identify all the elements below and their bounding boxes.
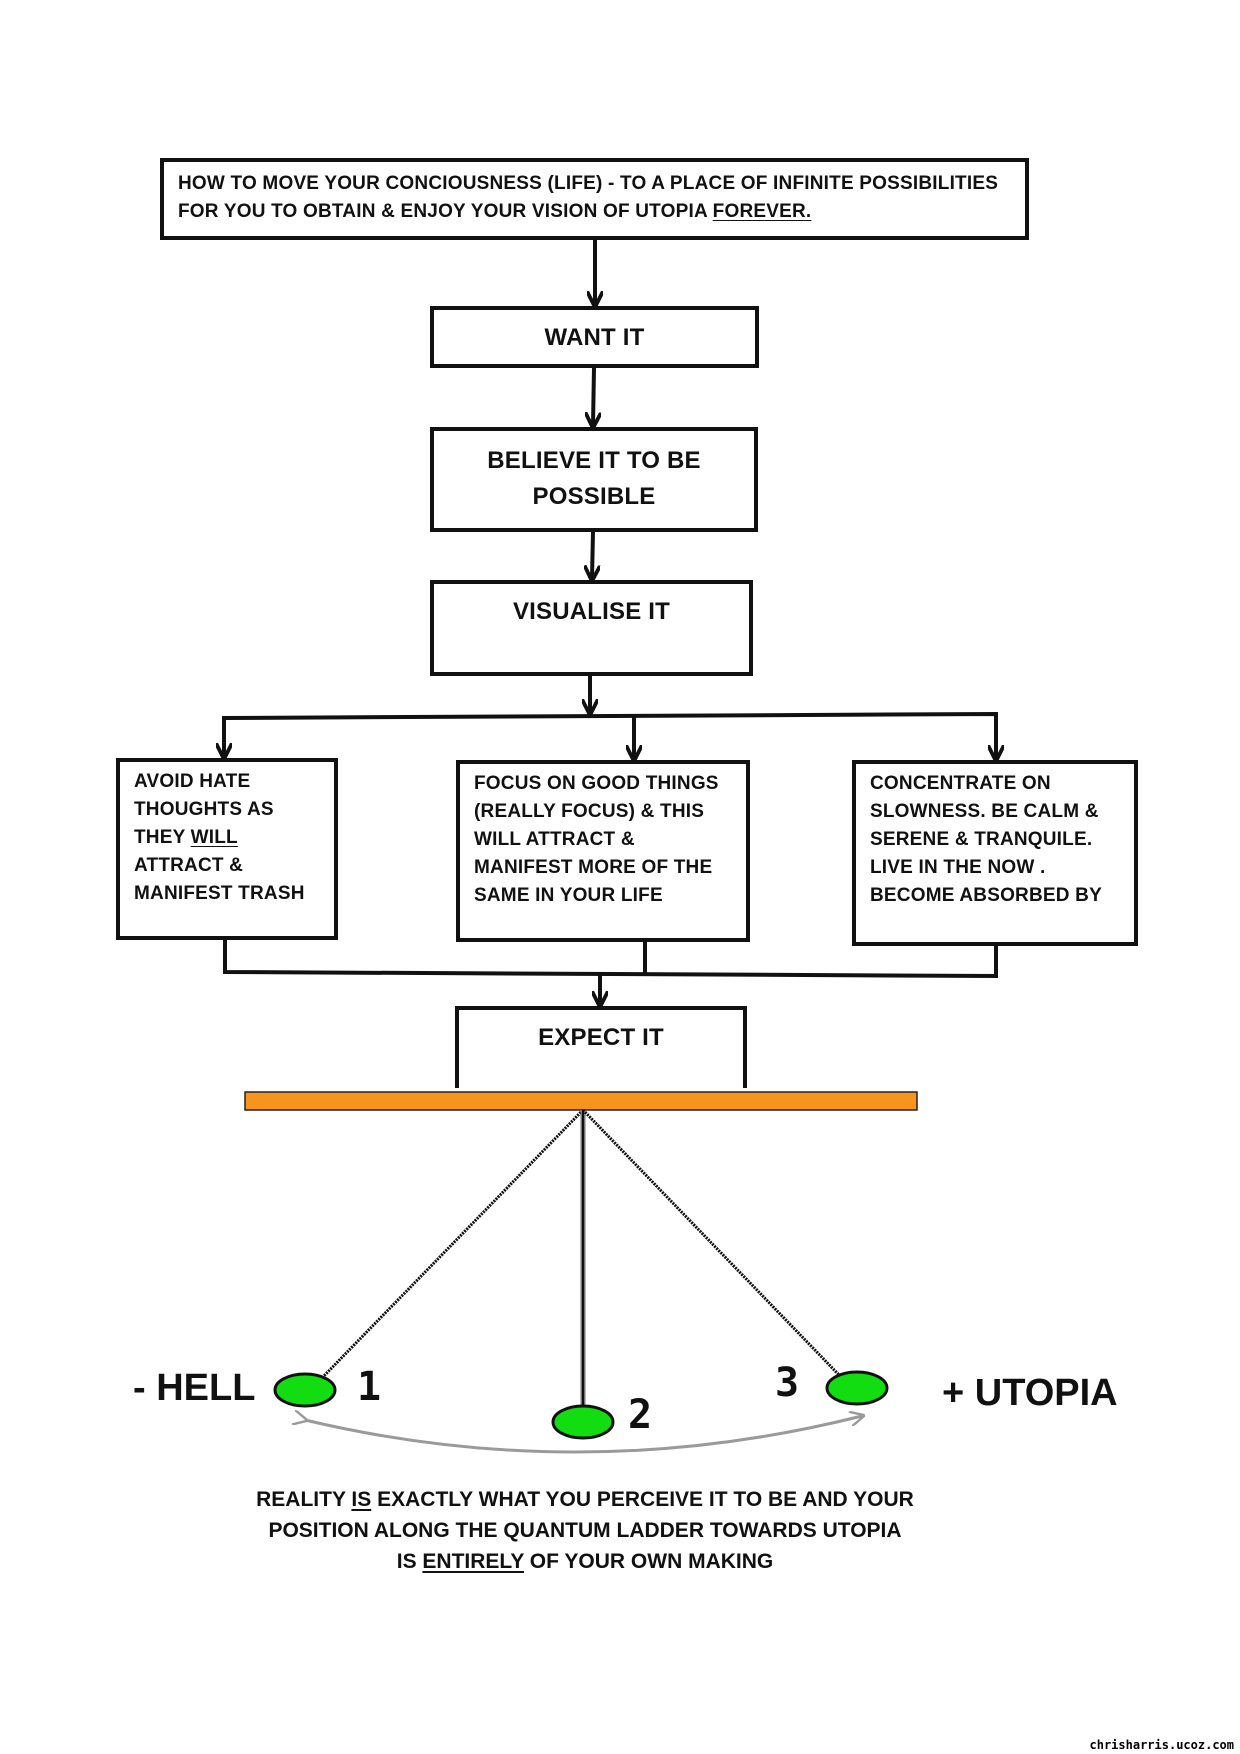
avoid-line-3-text: THEY [134, 827, 191, 848]
pendulum-string-1 [316, 1108, 585, 1384]
position-1-label: 1 [357, 1364, 382, 1410]
branch-split-line [222, 711, 998, 756]
concentrate-line-5: BECOME ABSORBED BY [870, 885, 1102, 906]
arrow-want-to-believe [593, 367, 594, 425]
utopia-label: + UTOPIA [942, 1372, 1118, 1414]
position-2-label: 2 [628, 1392, 653, 1438]
pendulum-string-3 [581, 1108, 842, 1378]
avoid-hate-box: AVOID HATE THOUGHTS AS THEY WILL ATTRACT… [116, 758, 338, 940]
focus-line-5: SAME IN YOUR LIFE [474, 885, 663, 906]
focus-line-2: (REALLY FOCUS) & THIS [474, 801, 705, 822]
concentrate-line-4: LIVE IN THE NOW . [870, 857, 1046, 878]
focus-line-1: FOCUS ON GOOD THINGS [474, 773, 719, 794]
title-line-2-text: FOR YOU TO OBTAIN & ENJOY YOUR VISION OF… [178, 201, 713, 222]
focus-good-things-box: FOCUS ON GOOD THINGS (REALLY FOCUS) & TH… [456, 760, 750, 942]
avoid-emphasis: WILL [190, 827, 238, 848]
visualise-label: VISUALISE IT [512, 598, 671, 625]
focus-line-4: MANIFEST MORE OF THE [474, 857, 713, 878]
concentrate-line-2: SLOWNESS. BE CALM & [870, 801, 1099, 822]
avoid-line-4: ATTRACT & [134, 855, 244, 876]
focus-line-3: WILL ATTRACT & [474, 829, 635, 850]
pendulum-ball-1 [273, 1372, 337, 1408]
caption-line-1: REALITY IS EXACTLY WHAT YOU PERCEIVE IT … [200, 1484, 970, 1515]
avoid-line-1: AVOID HATE [134, 771, 251, 792]
want-it-label: WANT IT [544, 324, 645, 351]
avoid-line-2: THOUGHTS AS [134, 799, 274, 820]
avoid-line-3: THEY WILL [134, 824, 320, 852]
title-line-2: FOR YOU TO OBTAIN & ENJOY YOUR VISION OF… [178, 198, 1011, 226]
believe-line-2: POSSIBLE [532, 483, 656, 510]
avoid-line-5: MANIFEST TRASH [134, 883, 305, 904]
site-watermark: chrisharris.ucoz.com [1089, 1738, 1235, 1752]
visualise-it-box: VISUALISE IT [430, 580, 753, 676]
concentrate-line-3: SERENE & TRANQUILE. [870, 829, 1093, 850]
believe-it-box: BELIEVE IT TO BE POSSIBLE [430, 427, 758, 532]
caption-line-3: IS ENTIRELY OF YOUR OWN MAKING [200, 1546, 970, 1577]
branch-merge-line [223, 940, 998, 979]
title-line-1: HOW TO MOVE YOUR CONCIOUSNESS (LIFE) - T… [178, 173, 999, 194]
position-3-label: 3 [775, 1360, 800, 1406]
caption-line-2: POSITION ALONG THE QUANTUM LADDER TOWARD… [268, 1519, 902, 1542]
caption-line-3-end: OF YOUR OWN MAKING [523, 1550, 774, 1573]
swing-arc [305, 1416, 862, 1454]
concentrate-line-1: CONCENTRATE ON [870, 773, 1051, 794]
pendulum-ball-2 [551, 1404, 615, 1440]
want-it-box: WANT IT [430, 306, 759, 368]
caption-line-3-start: IS [396, 1550, 423, 1573]
concentrate-slowness-box: CONCENTRATE ON SLOWNESS. BE CALM & SEREN… [852, 760, 1138, 946]
hell-label: - HELL [133, 1367, 256, 1409]
caption-line-1-start: REALITY [256, 1488, 352, 1511]
pendulum-ball-3 [825, 1370, 889, 1406]
title-box: HOW TO MOVE YOUR CONCIOUSNESS (LIFE) - T… [160, 158, 1029, 240]
caption-line-1-end: EXACTLY WHAT YOU PERCEIVE IT TO BE AND Y… [371, 1488, 914, 1511]
bottom-caption: REALITY IS EXACTLY WHAT YOU PERCEIVE IT … [200, 1484, 970, 1577]
believe-line-1: BELIEVE IT TO BE [487, 447, 701, 474]
expect-it-box: EXPECT IT [455, 1006, 747, 1088]
title-emphasis: FOREVER. [712, 201, 812, 222]
arrow-believe-to-visualise [592, 531, 593, 578]
expect-label: EXPECT IT [538, 1024, 664, 1051]
caption-emphasis-entirely: ENTIRELY [422, 1550, 524, 1573]
caption-emphasis-is: IS [351, 1488, 372, 1511]
pendulum-bar [244, 1091, 918, 1111]
